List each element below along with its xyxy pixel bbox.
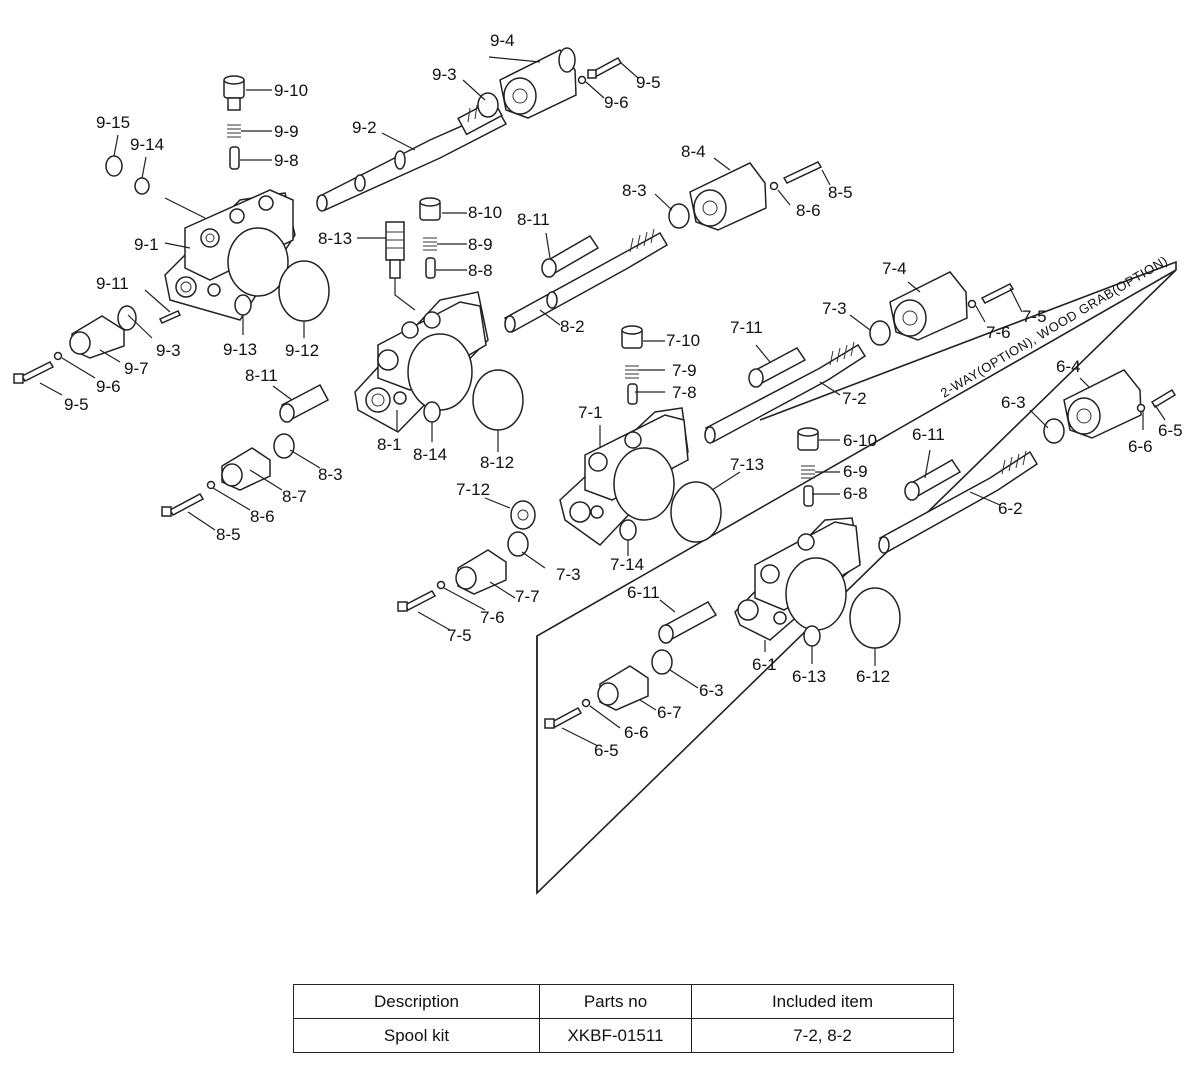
label-6-3: 6-3 — [1001, 393, 1026, 412]
label-8-10: 8-10 — [468, 203, 502, 222]
label-9-10: 9-10 — [274, 81, 308, 100]
label-9-8: 9-8 — [274, 151, 299, 170]
option-section-frame — [536, 260, 1177, 895]
label-8-3: 8-3 — [622, 181, 647, 200]
label-9-13: 9-13 — [223, 340, 257, 359]
label-8-2: 8-2 — [560, 317, 585, 336]
label-9-6: 9-6 — [604, 93, 629, 112]
label-7-1: 7-1 — [578, 403, 603, 422]
cell-parts-no: XKBF-01511 — [539, 1018, 692, 1053]
label-9-5b: 9-5 — [64, 395, 89, 414]
label-7-9: 7-9 — [672, 361, 697, 380]
table-header-row: Description Parts no Included item — [293, 984, 954, 1019]
option-note: 2-WAY(OPTION), WOOD GRAB(OPTION) — [938, 253, 1171, 401]
label-7-7: 7-7 — [515, 587, 540, 606]
cell-description: Spool kit — [293, 1018, 540, 1053]
label-9-3: 9-3 — [432, 65, 457, 84]
label-6-2: 6-2 — [998, 499, 1023, 518]
label-9-6b: 9-6 — [96, 377, 121, 396]
cell-included-item: 7-2, 8-2 — [691, 1018, 954, 1053]
label-7-2: 7-2 — [842, 389, 867, 408]
label-8-13: 8-13 — [318, 229, 352, 248]
label-9-7: 9-7 — [124, 359, 149, 378]
label-9-2: 9-2 — [352, 118, 377, 137]
label-8-1: 8-1 — [377, 435, 402, 454]
label-9-12: 9-12 — [285, 341, 319, 360]
label-9-1: 9-1 — [134, 235, 159, 254]
label-7-5: 7-5 — [1022, 307, 1047, 326]
label-6-10: 6-10 — [843, 431, 877, 450]
label-6-8: 6-8 — [843, 484, 868, 503]
exploded-parts-diagram: 2-WAY(OPTION), WOOD GRAB(OPTION) — [13, 31, 1183, 895]
label-6-12: 6-12 — [856, 667, 890, 686]
label-7-13: 7-13 — [730, 455, 764, 474]
label-8-12: 8-12 — [480, 453, 514, 472]
table-row: Spool kit XKBF-01511 7-2, 8-2 — [293, 1018, 954, 1053]
leader-lines — [39, 56, 1166, 747]
label-8-11: 8-11 — [517, 210, 550, 229]
label-8-6b: 8-6 — [250, 507, 275, 526]
label-8-5: 8-5 — [828, 183, 853, 202]
section-8-parts — [161, 161, 823, 517]
label-6-11b: 6-11 — [627, 583, 660, 602]
label-7-6: 7-6 — [986, 323, 1011, 342]
label-9-3b: 9-3 — [156, 341, 181, 360]
label-9-15: 9-15 — [96, 113, 130, 132]
label-7-10: 7-10 — [666, 331, 700, 350]
label-6-4: 6-4 — [1056, 357, 1081, 376]
label-8-4: 8-4 — [681, 142, 706, 161]
label-7-3b: 7-3 — [556, 565, 581, 584]
label-8-7: 8-7 — [282, 487, 307, 506]
label-6-6: 6-6 — [1128, 437, 1153, 456]
label-8-8: 8-8 — [468, 261, 493, 280]
label-6-11: 6-11 — [912, 425, 945, 444]
label-7-14: 7-14 — [610, 555, 644, 574]
label-9-11: 9-11 — [96, 274, 129, 293]
label-6-1: 6-1 — [752, 655, 777, 674]
section-9-parts — [13, 47, 623, 384]
label-6-13: 6-13 — [792, 667, 826, 686]
label-6-3b: 6-3 — [699, 681, 724, 700]
label-6-5b: 6-5 — [594, 741, 619, 760]
header-description: Description — [293, 984, 540, 1019]
section-7-parts — [397, 271, 1015, 612]
label-7-6b: 7-6 — [480, 608, 505, 627]
label-7-3: 7-3 — [822, 299, 847, 318]
section-6-parts — [544, 369, 1177, 729]
label-6-9: 6-9 — [843, 462, 868, 481]
label-7-8: 7-8 — [672, 383, 697, 402]
label-8-9: 8-9 — [468, 235, 493, 254]
header-included-item: Included item — [691, 984, 954, 1019]
label-6-5: 6-5 — [1158, 421, 1183, 440]
parts-table: Description Parts no Included item Spool… — [293, 984, 954, 1053]
label-6-6b: 6-6 — [624, 723, 649, 742]
label-8-14: 8-14 — [413, 445, 447, 464]
label-8-11b: 8-11 — [245, 366, 278, 385]
label-8-3b: 8-3 — [318, 465, 343, 484]
label-9-5: 9-5 — [636, 73, 661, 92]
part-labels: 9-4 9-3 9-5 9-6 9-10 9-9 9-8 9-2 9-15 9-… — [64, 31, 1183, 760]
label-8-5b: 8-5 — [216, 525, 241, 544]
label-8-6: 8-6 — [796, 201, 821, 220]
label-9-4: 9-4 — [490, 31, 515, 50]
label-7-4: 7-4 — [882, 259, 907, 278]
label-9-9: 9-9 — [274, 122, 299, 141]
label-7-11: 7-11 — [730, 318, 763, 337]
label-9-14: 9-14 — [130, 135, 164, 154]
header-parts-no: Parts no — [539, 984, 692, 1019]
label-6-7: 6-7 — [657, 703, 682, 722]
label-7-12: 7-12 — [456, 480, 490, 499]
label-7-5b: 7-5 — [447, 626, 472, 645]
